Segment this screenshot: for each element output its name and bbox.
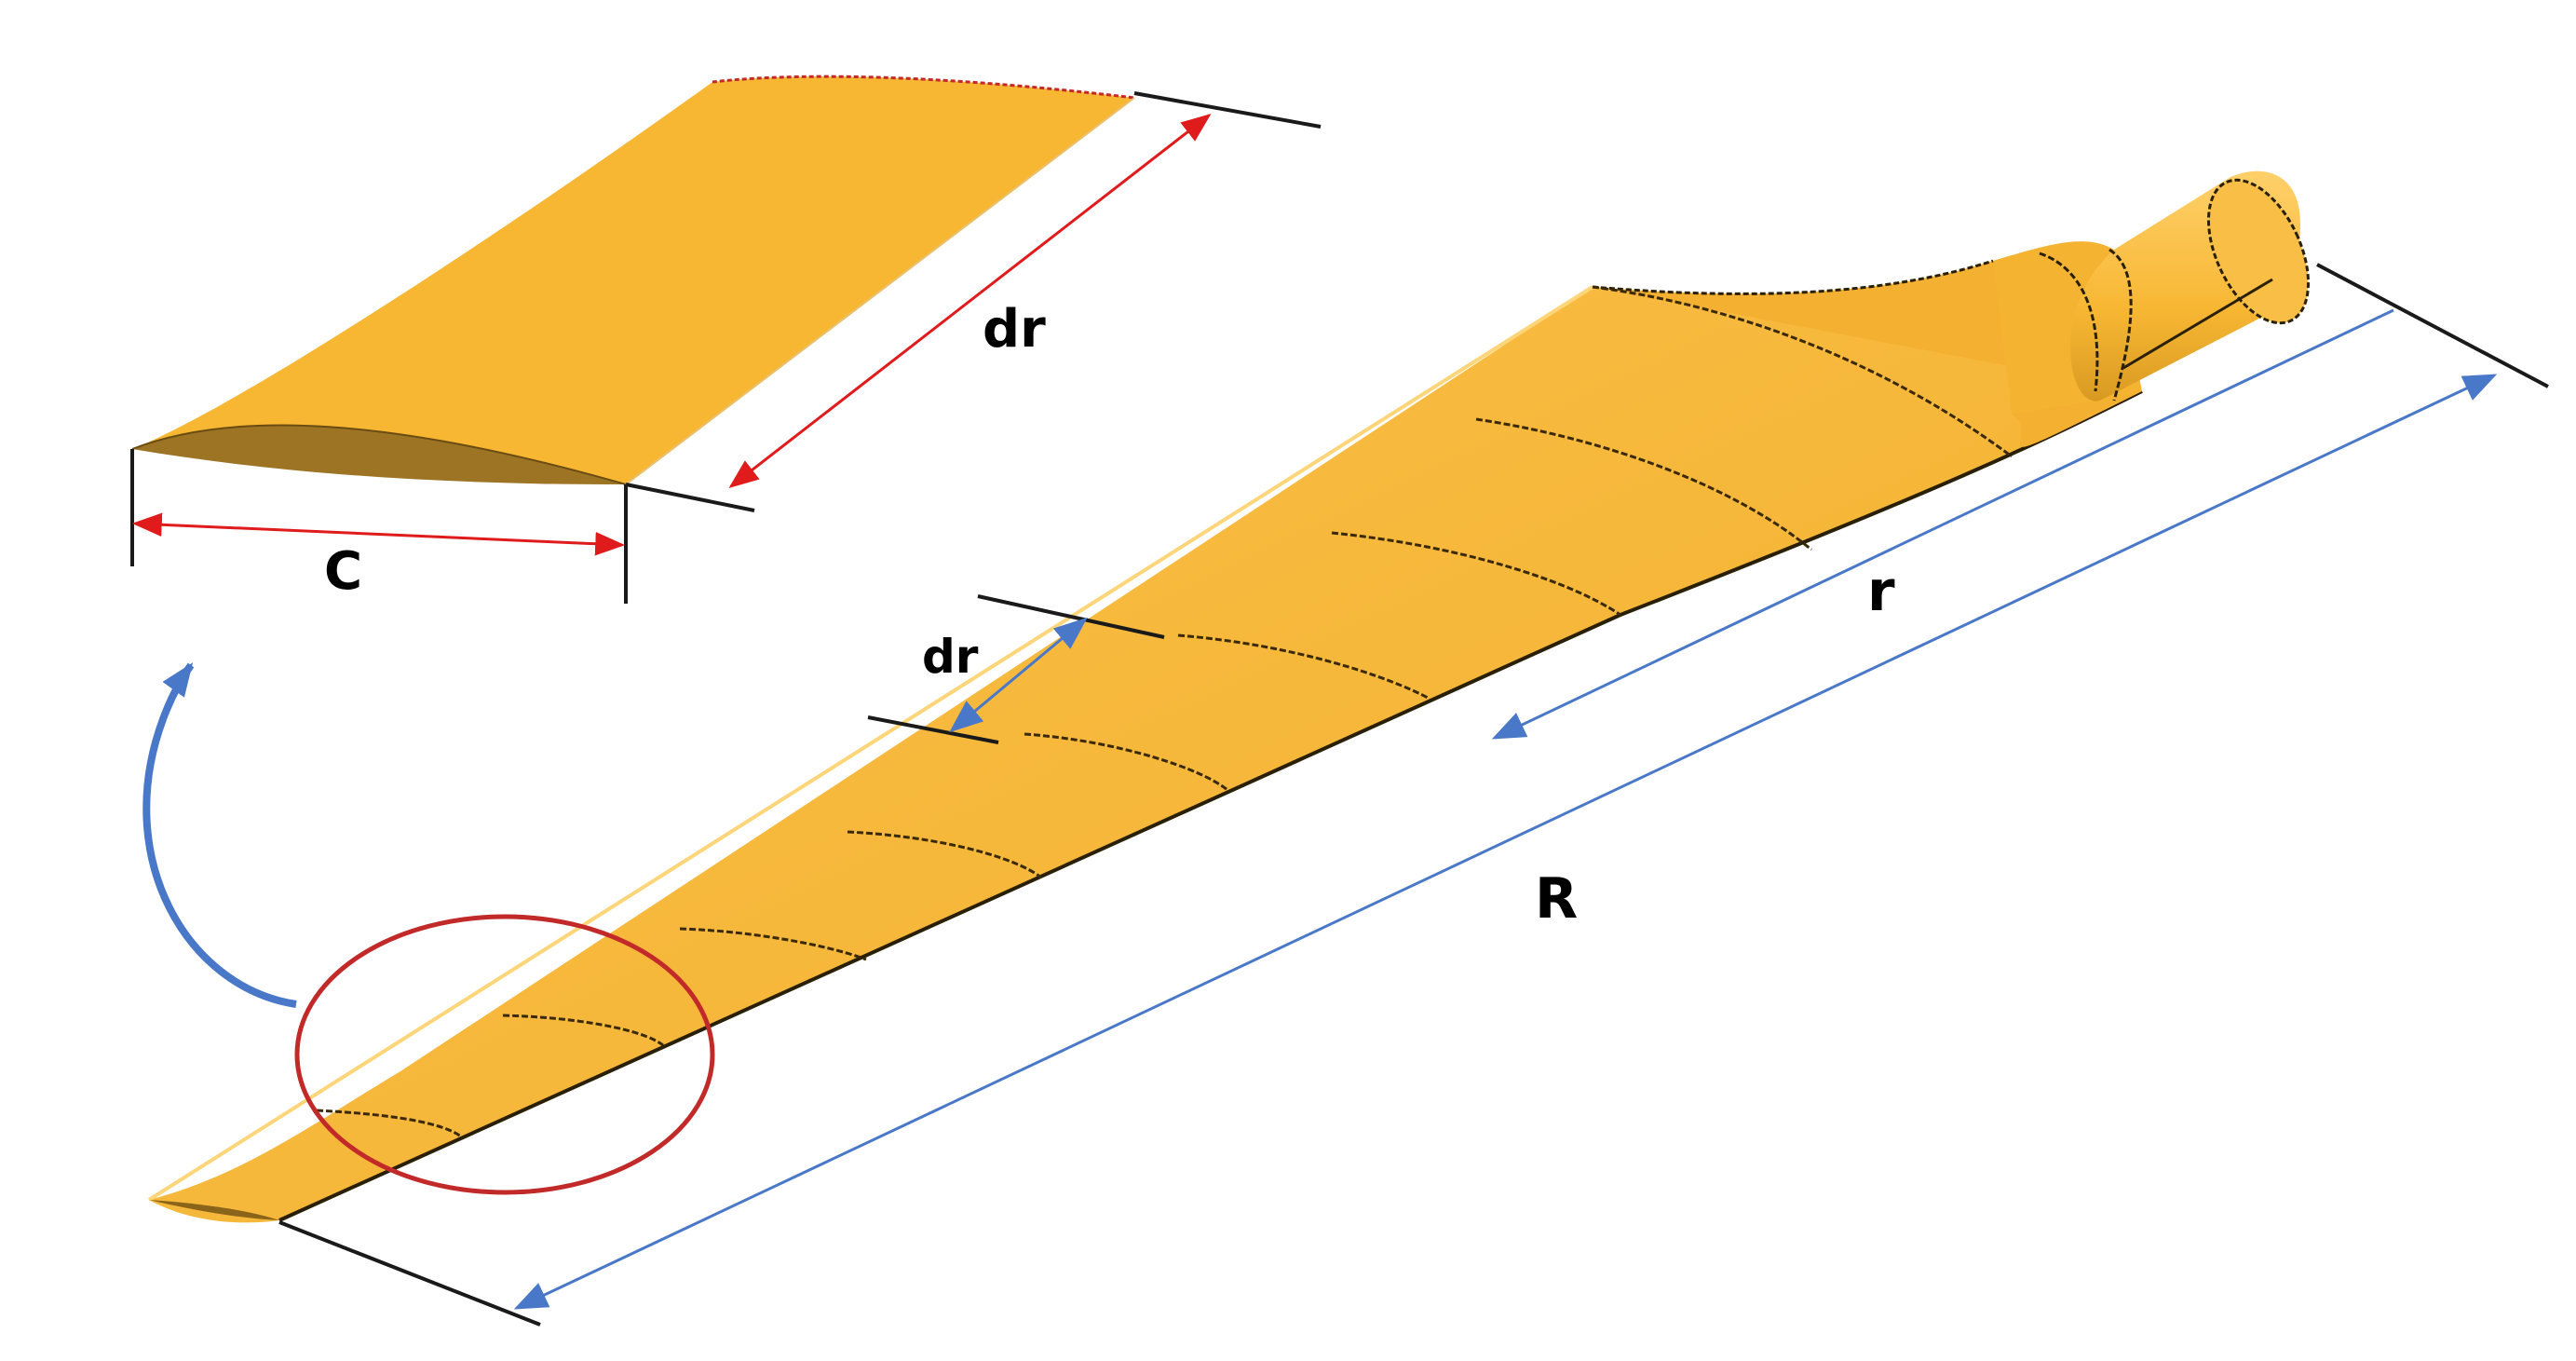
blade-element-zoom [131, 75, 1135, 485]
blade-tip-shadow [149, 1200, 279, 1220]
section-line [316, 1109, 462, 1138]
label-R: R [1535, 866, 1578, 932]
extension-line-top-dr-2 [625, 483, 755, 512]
label-r: r [1867, 559, 1895, 624]
blade-root-edge [1592, 259, 1994, 295]
section-line [1592, 285, 2013, 458]
hub-end-cap [2206, 178, 2311, 325]
extension-line-top-dr-1 [1133, 91, 1322, 129]
dimension-arrows [131, 114, 2498, 1310]
hub-seam-line [2122, 278, 2273, 370]
extension-line-root [2316, 263, 2549, 388]
extension-line-tip [278, 1220, 541, 1327]
highlight-circle [294, 914, 715, 1195]
zoom-arrow [142, 662, 297, 1008]
element-leading-edge [712, 75, 1135, 100]
label-dr-blade: dr [922, 630, 979, 684]
hub-collar [2039, 252, 2099, 392]
label-chord: C [324, 541, 362, 602]
dimension-chord [131, 512, 626, 556]
element-top-surface [132, 76, 1134, 484]
dimension-R [513, 374, 2498, 1310]
element-airfoil-face [132, 425, 626, 484]
label-dr-top: dr [983, 299, 1046, 360]
